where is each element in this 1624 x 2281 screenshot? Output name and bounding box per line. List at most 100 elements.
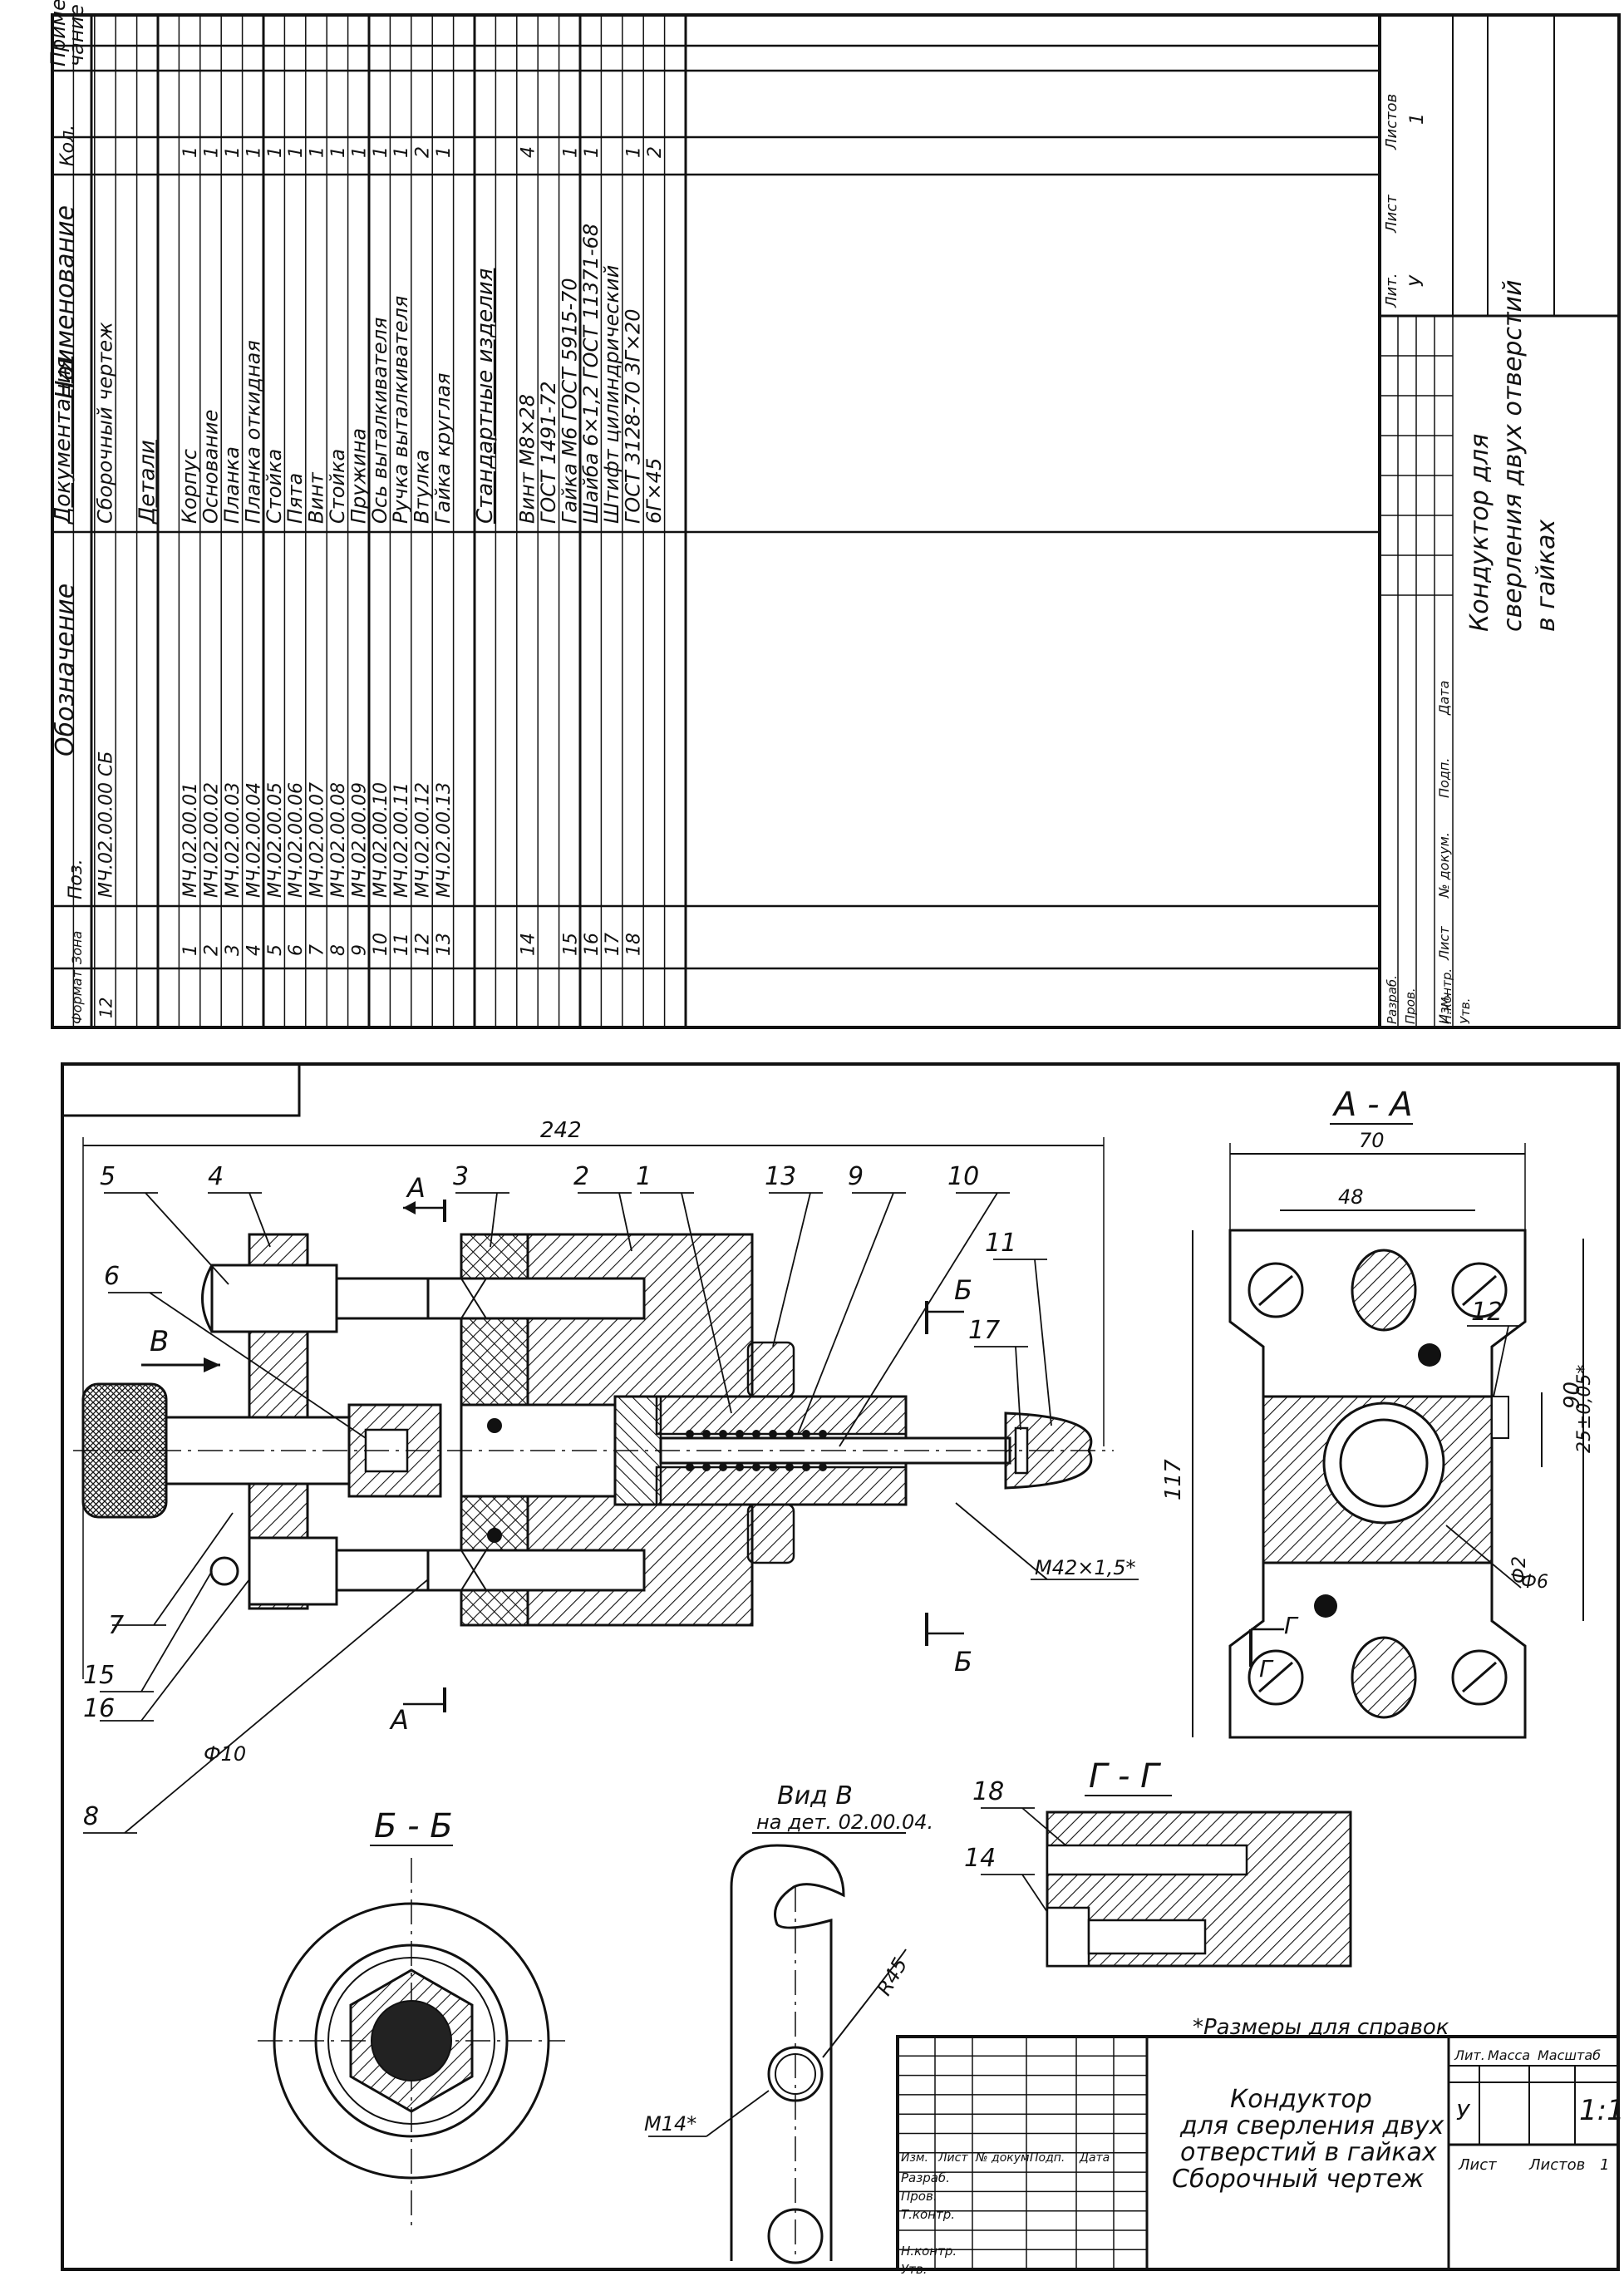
leader-13: 13 (765, 1162, 796, 1191)
leader-6: 6 (104, 1262, 120, 1291)
spec-tb-colhead: Лист (1436, 926, 1452, 961)
leader-3: 3 (453, 1162, 469, 1191)
spec-row-name: Сборочный чертеж (94, 322, 117, 524)
cut-b-bottom-label: Б (954, 1646, 972, 1677)
spec-row-pos: 17 (603, 933, 623, 956)
spec-row-pos: 16 (582, 933, 603, 956)
drawing-tb-scale: 1:1 (1579, 2094, 1624, 2127)
main-view: 242 (73, 1118, 1521, 1938)
view-v-title: Вид В (777, 1781, 853, 1811)
dim-242-label: 242 (540, 1118, 582, 1143)
spec-row-name: Винт М8×28 (516, 394, 539, 524)
spec-row-name: Шайба 6×1,2 ГОСТ 11371-68 (579, 224, 603, 524)
drawing-tb-title: Сборочный чертеж (1172, 2165, 1424, 2194)
leader-1: 1 (636, 1162, 652, 1191)
spec-row-qty: 1 (582, 146, 603, 158)
spec-tb-lit-value: У (1407, 274, 1428, 287)
drawing-tb-colhead: Дата (1079, 2151, 1110, 2165)
section-g-g: Г - Г *Размеры для справок (1046, 1757, 1449, 2040)
spec-tb-sheet-value: 1 (1407, 113, 1428, 125)
drawing-tb-sheets: Листов (1528, 2156, 1585, 2174)
spec-tb-sheet: Лист (1383, 195, 1400, 234)
spec-row-name: Стойка (326, 449, 349, 524)
dim-117-label: 117 (1161, 1459, 1186, 1500)
leader-5: 5 (100, 1162, 116, 1191)
nut-15 (209, 1556, 239, 1586)
drawing-tb-role: Т.контр. (901, 2207, 955, 2222)
part-9-spring (686, 1430, 827, 1471)
spec-row-designation: МЧ.02.00.06 (286, 782, 307, 898)
spec-row-qty: 1 (180, 146, 201, 158)
spec-row-qty: 1 (391, 146, 412, 158)
spec-row-designation: МЧ.02.00.00 СБ (96, 751, 117, 898)
leader-4: 4 (208, 1162, 224, 1191)
spec-header-note-1: Приме- (47, 0, 70, 67)
spec-row-name: Корпус (178, 449, 201, 524)
spec-row-qty: 1 (371, 146, 391, 158)
dim-70-label: 70 (1359, 1129, 1385, 1152)
spec-row-pos: 1 (180, 944, 201, 956)
spec-row-qty: 1 (349, 146, 370, 158)
leader-14: 14 (964, 1844, 996, 1873)
spec-row-name: Стойка (263, 449, 286, 524)
leader-2: 2 (573, 1162, 589, 1191)
cut-g-label-mid: Г (1259, 1655, 1274, 1682)
drawing-tb-mass: Масса (1488, 2047, 1530, 2063)
specification-sheet: ФорматЗонаПоз.ОбозначениеНаименованиеКол… (47, 0, 1621, 1029)
spec-row-name: Ручка выталкивателя (389, 296, 412, 524)
bb-outer-circle (273, 1902, 550, 2180)
spec-row-pos: 3 (223, 944, 244, 956)
drawing-tb-colhead: Изм. (901, 2151, 928, 2165)
spec-row-qty: 1 (265, 146, 286, 158)
spec-tb-role: Утв. (1458, 998, 1473, 1025)
spec-row-name: Планка откидная (241, 340, 264, 524)
view-v-subtitle: на дет. 02.00.04. (756, 1811, 933, 1834)
drawing-tb-lit: Лит. (1454, 2047, 1485, 2063)
dim-r45-label: R45 (873, 1953, 913, 1999)
spec-row-qty: 2 (413, 146, 434, 158)
section-b-b: Б - Б (258, 1807, 565, 2228)
spec-row-qty: 1 (244, 146, 264, 158)
drawing-tb-role: Н.контр. (901, 2244, 957, 2259)
spec-section-title: Стандартные изделия (473, 268, 498, 524)
spec-row-name: ГОСТ 1491-72 (537, 381, 560, 524)
spec-tb-title: Кондуктор для (1465, 434, 1494, 632)
spec-row-qty: 1 (223, 146, 244, 158)
spec-row-name: Пята (283, 473, 307, 524)
spec-row-pos: 4 (244, 944, 264, 956)
spec-row-designation: МЧ.02.00.02 (202, 782, 223, 898)
spec-row-designation: МЧ.02.00.01 (180, 782, 201, 898)
spec-row-name: Ось выталкивателя (368, 318, 391, 524)
view-v-outline (730, 1844, 845, 2261)
spec-row-pos: 6 (286, 944, 307, 956)
spec-row-name: 6Г×45 (642, 458, 666, 524)
drawing-corner-box (61, 1062, 301, 1117)
drawing-border (61, 1062, 1620, 2271)
spec-header-format: Формат (69, 969, 85, 1024)
dim-48-label: 48 (1338, 1185, 1364, 1209)
section-bb-title: Б - Б (374, 1807, 453, 1845)
spec-row-pos: 12 (413, 933, 434, 956)
section-gg-title: Г - Г (1089, 1757, 1161, 1796)
spec-row-pos: 18 (624, 933, 645, 956)
spec-row-designation: МЧ.02.00.08 (328, 782, 349, 898)
drawing-tb-role: Пров. (901, 2189, 937, 2204)
spec-header-pos: Поз. (66, 859, 86, 899)
spec-grid (51, 13, 1619, 1029)
spec-row-name: Гайка круглая (431, 372, 455, 524)
leader-16: 16 (83, 1694, 115, 1723)
dim-phi6-label: Ф6 (1521, 1572, 1548, 1593)
spec-row-qty: 1 (286, 146, 307, 158)
drawing-tb-colhead: Лист (937, 2151, 968, 2165)
spec-section-title: Детали (135, 440, 160, 525)
spec-row-designation: МЧ.02.00.10 (371, 782, 391, 898)
leader-12: 12 (1471, 1298, 1503, 1327)
cut-b-top-label: Б (954, 1274, 972, 1306)
spec-tb-colhead: Дата (1436, 681, 1452, 716)
spec-row-name: Гайка М6 ГОСТ 5915-70 (558, 278, 581, 524)
spec-row-name: Основание (199, 410, 223, 524)
spec-row-qty: 1 (202, 146, 223, 158)
spec-row-designation: МЧ.02.00.07 (308, 782, 328, 898)
drawing-tb-sheets-value: 1 (1600, 2156, 1609, 2174)
